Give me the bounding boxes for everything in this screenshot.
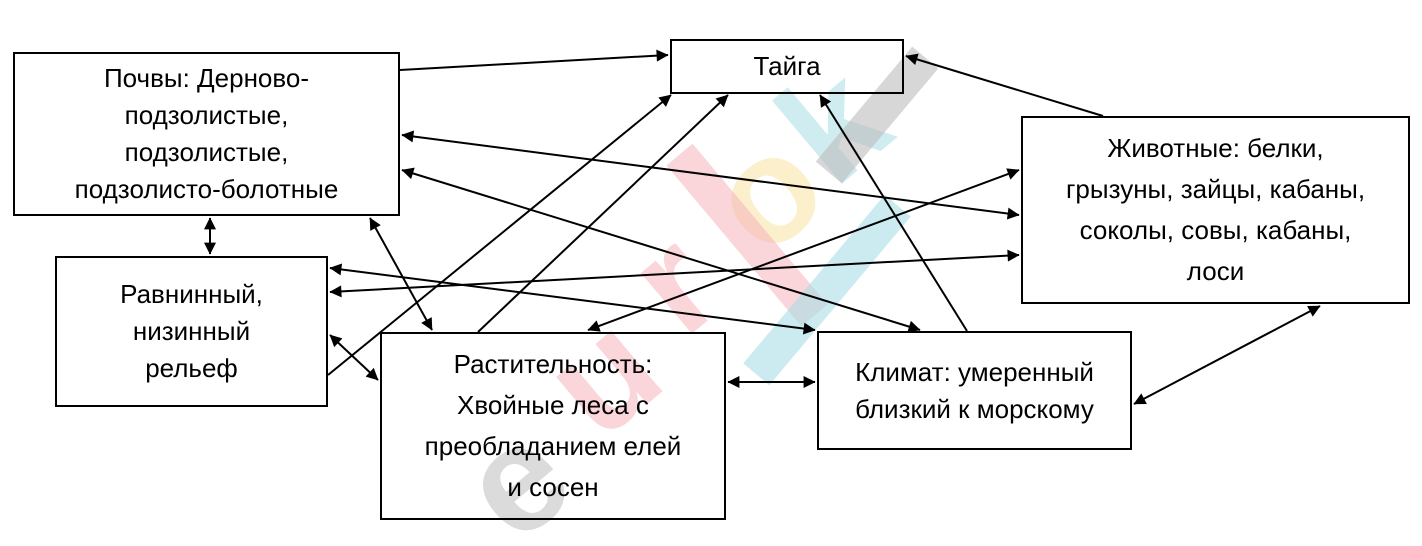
- box-line: соколы, совы, кабаны,: [1079, 215, 1352, 245]
- arrow-soils-to-taiga: [399, 49, 669, 71]
- box-line: грызуны, зайцы, кабаны,: [1065, 173, 1366, 204]
- box-relief: Равнинный, низинный рельеф: [55, 256, 328, 407]
- box-line: Животные: белки,: [1107, 132, 1324, 163]
- box-line: Климат: умеренный: [855, 356, 1094, 387]
- box-taiga: Тайга: [670, 39, 904, 94]
- box-line: низинный: [132, 316, 251, 347]
- arrow-climate-animals: [1133, 305, 1321, 405]
- arrow-climate-to-taiga: [819, 94, 968, 332]
- box-line: Тайга: [753, 51, 821, 82]
- box-line: близкий к морскому: [855, 393, 1094, 424]
- box-line: Растительность:: [453, 348, 653, 379]
- box-line: лоси: [1186, 256, 1245, 287]
- arrow-relief-plants: [329, 334, 379, 381]
- arrow-soils-animals: [401, 130, 1020, 220]
- arrow-relief-climate: [329, 263, 816, 335]
- box-line: подзолисто-болотные: [74, 173, 339, 204]
- box-line: подзолистые,: [124, 137, 289, 167]
- box-vegetation: Растительность: Хвойные леса с преоблада…: [380, 332, 726, 520]
- box-line: преобладанием елей: [424, 431, 682, 461]
- arrow-relief-animals: [329, 249, 1020, 298]
- box-soils: Почвы: Дерново- подзолистые, подзолистые…: [13, 52, 400, 216]
- box-line: Хвойные леса с: [457, 389, 649, 420]
- box-animals: Животные: белки, грызуны, зайцы, кабаны,…: [1021, 116, 1410, 304]
- box-line: подзолистые,: [124, 100, 289, 131]
- box-line: Почвы: Дерново-: [103, 63, 310, 94]
- box-line: рельеф: [145, 352, 238, 383]
- arrow-plants-animals: [587, 168, 1020, 332]
- box-line: и сосен: [507, 472, 599, 503]
- arrow-animals-to-taiga: [905, 53, 1104, 117]
- arrow-plants-to-taiga: [477, 94, 729, 333]
- box-climate: Климат: умеренный близкий к морскому: [817, 331, 1132, 450]
- box-line: Равнинный,: [120, 279, 263, 310]
